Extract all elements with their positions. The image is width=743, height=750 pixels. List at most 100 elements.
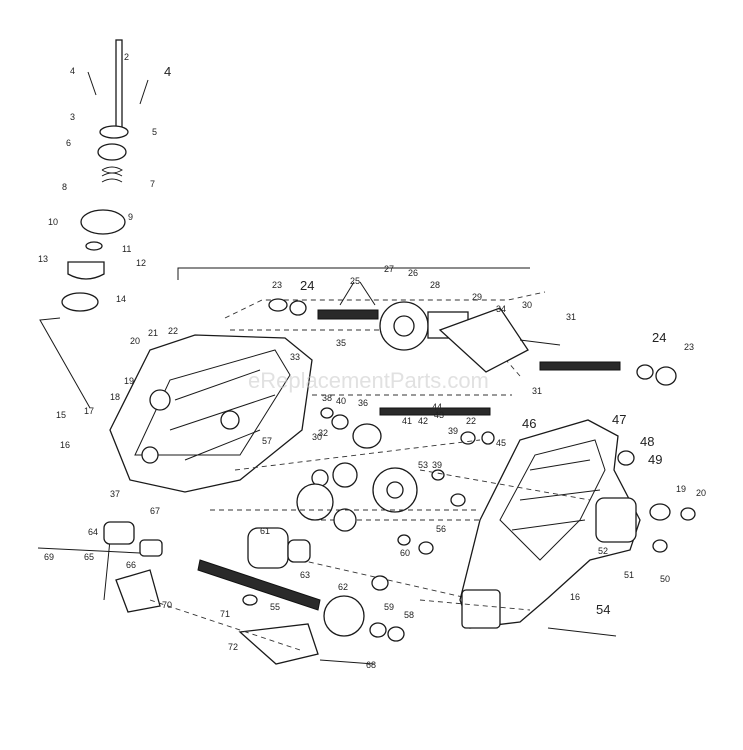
left-case-half (109, 334, 313, 493)
callout-55: 55 (270, 602, 280, 612)
right-case-half (459, 419, 696, 637)
shaft-right (539, 361, 621, 371)
callout-34: 34 (496, 304, 506, 314)
callout-53: 53 (418, 460, 428, 470)
callout-11: 11 (122, 244, 131, 254)
frame-top-line (177, 267, 530, 280)
mount-flange (461, 589, 501, 629)
bearing-58-b (387, 626, 405, 642)
callout-39-a: 39 (448, 426, 458, 436)
washer-56 (397, 534, 411, 546)
callout-63: 63 (300, 570, 310, 580)
gear-36 (352, 423, 382, 449)
callout-65: 65 (84, 552, 94, 562)
bearing-23-right (655, 366, 677, 386)
callout-13: 13 (38, 254, 48, 264)
gear-cluster-b (333, 508, 357, 532)
case-right-ribs (511, 459, 601, 531)
callout-22-right: 22 (466, 416, 476, 426)
callout-7: 7 (150, 179, 155, 189)
washer-50 (652, 539, 668, 553)
callout-10: 10 (48, 217, 58, 227)
callout-23-left: 23 (272, 280, 282, 290)
callout-67: 67 (150, 506, 160, 516)
case-boss-3 (141, 446, 159, 464)
clip-71 (242, 594, 258, 606)
center-guide-lines (299, 394, 521, 611)
rod-68 (319, 659, 375, 665)
leader-26 (339, 281, 376, 306)
bushing-19 (649, 503, 671, 521)
callout-42: 42 (418, 416, 428, 426)
shaft-upper-center (379, 407, 491, 416)
gear-cluster-d (287, 539, 311, 563)
callout-44: 44 (432, 402, 442, 412)
callout-29: 29 (472, 292, 482, 302)
spring (101, 166, 123, 183)
shaft-guide-top (224, 291, 546, 319)
callout-24-left: 24 (300, 278, 314, 293)
gear-small-a (332, 462, 358, 488)
callout-8: 8 (62, 182, 67, 192)
callout-50: 50 (660, 574, 670, 584)
callout-17: 17 (84, 406, 94, 416)
bearing-59 (371, 575, 389, 591)
shift-lever-rod (115, 39, 123, 133)
case-boss-2 (220, 410, 240, 430)
callout-49: 49 (648, 452, 662, 467)
bearing-24-left (289, 300, 307, 316)
callout-4-right: 4 (164, 64, 171, 79)
callout-46: 46 (522, 416, 536, 431)
ring-20 (680, 507, 696, 521)
gear-62 (323, 595, 365, 637)
callout-22-left: 22 (168, 326, 178, 336)
main-shaft-61 (197, 559, 321, 611)
center-gear-train (242, 394, 521, 642)
axle-housing-51 (595, 497, 637, 543)
callout-45: 45 (496, 438, 506, 448)
callout-47: 47 (612, 412, 626, 427)
callout-19-right: 19 (676, 484, 686, 494)
callout-35: 35 (336, 338, 346, 348)
callout-37: 37 (110, 489, 120, 499)
case-right-inner (499, 439, 606, 561)
shaft-69 (37, 547, 141, 554)
pin-64 (103, 539, 111, 601)
callout-59: 59 (384, 602, 394, 612)
washer (85, 241, 103, 251)
callout-38: 38 (322, 393, 332, 403)
callout-32: 32 (318, 428, 328, 438)
leader-lines (149, 439, 591, 651)
callout-54: 54 (596, 602, 610, 617)
gear-cluster-a (296, 483, 334, 521)
callout-18: 18 (110, 392, 120, 402)
callout-58: 58 (404, 610, 414, 620)
bolt-54 (547, 627, 617, 637)
callout-16-left: 16 (60, 440, 70, 450)
callout-30-mid: 30 (312, 432, 322, 442)
callout-14: 14 (116, 294, 126, 304)
bearing-58 (450, 493, 466, 507)
callout-31-right: 31 (566, 312, 576, 322)
callout-64: 64 (88, 527, 98, 537)
part-number-callouts: 2 3 4 4 5 6 7 8 9 10 11 12 13 14 15 16 1… (38, 52, 706, 670)
collar-66 (139, 539, 163, 557)
callout-40: 40 (336, 396, 346, 406)
watermark-text: eReplacementParts.com (248, 368, 489, 393)
callout-5: 5 (152, 127, 157, 137)
bearing-24-right (636, 364, 654, 380)
seal-ring (80, 209, 126, 235)
callout-60: 60 (400, 548, 410, 558)
case-boss-1 (149, 389, 171, 411)
callout-21: 21 (148, 328, 158, 338)
callout-41: 41 (402, 416, 412, 426)
pin-31 (519, 339, 561, 346)
callout-20-right: 20 (696, 488, 706, 498)
callout-61: 61 (260, 526, 270, 536)
callout-57: 57 (262, 436, 272, 446)
shaft-25 (317, 309, 379, 320)
shift-cup (67, 261, 105, 280)
callout-15: 15 (56, 410, 66, 420)
callout-19-left: 19 (124, 376, 134, 386)
callout-20-left: 20 (130, 336, 140, 346)
